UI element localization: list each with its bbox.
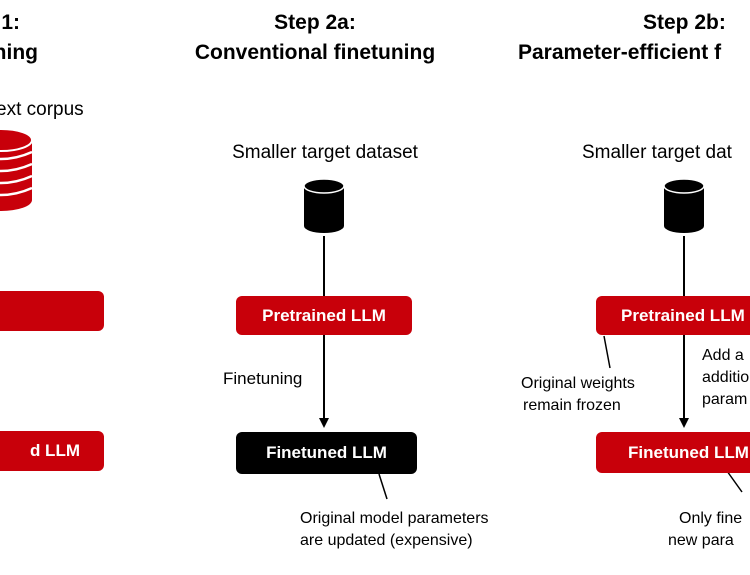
step1-corpus-label: ext corpus (0, 99, 84, 120)
step2b-frozen-pointer (603, 335, 611, 369)
step2a-note-pointer (378, 473, 388, 500)
step2b-add-line3: param (702, 391, 748, 408)
step2a-pretrained-label: Pretrained LLM (262, 305, 386, 325)
step2b-frozen-line1: Original weights (521, 375, 635, 392)
step2a-finetuned-label: Finetuned LLM (266, 443, 387, 462)
step2b-finetuned-label: Finetuned LLM (628, 442, 749, 462)
step2a-note-line2: are updated (expensive) (300, 532, 473, 549)
step2b-finetuned-llm-box: Finetuned LLM (596, 432, 750, 473)
step2b-title-line2: Parameter-efficient f (518, 41, 722, 64)
step2b-parameter-pointer (726, 470, 743, 493)
step1-llm-box: d LLM (0, 431, 104, 471)
step2a-finetuned-llm-box: Finetuned LLM (236, 432, 417, 474)
step2a-note-line1: Original model parameters (300, 510, 489, 527)
step2a-title-line2: Conventional finetuning (194, 41, 436, 64)
step2a-dataset-database-icon (303, 178, 345, 233)
step1-pretraining-box (0, 291, 104, 331)
step2b-note-line1: Only fine (679, 510, 743, 527)
step1-box-bottom-label: d LLM (29, 441, 80, 460)
large-corpus-database-icon (0, 128, 33, 211)
step2b-pretrained-llm-box: Pretrained LLM (596, 296, 750, 335)
step2a-finetuning-label: Finetuning (223, 369, 303, 388)
step2a-pretrained-llm-box: Pretrained LLM (236, 296, 412, 335)
step2b-note-line2: new para (668, 532, 734, 549)
step2b-dataset-database-icon (663, 178, 705, 233)
step2b-title-line1: Step 2b: (643, 11, 726, 34)
step1-title-line2: ning (0, 41, 38, 64)
step2a-title-line1: Step 2a: (274, 11, 356, 34)
step2b-add-line2: additio (702, 369, 750, 386)
step2b-frozen-line2: remain frozen (523, 397, 621, 414)
step2b-add-line1: Add a (702, 347, 744, 364)
step2b-pretrained-label: Pretrained LLM (621, 305, 745, 325)
step2a-dataset-label: Smaller target dataset (232, 142, 418, 163)
step1-title-line1: 1: (1, 11, 20, 34)
step2b-dataset-label: Smaller target dat (582, 142, 732, 163)
